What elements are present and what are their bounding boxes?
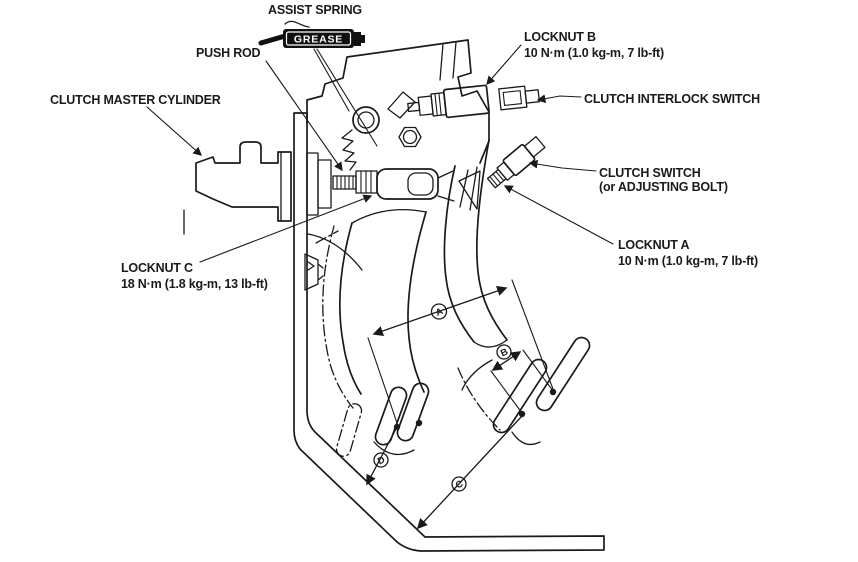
dimension-b: B [490, 344, 554, 414]
push-rod-drawing [332, 168, 455, 202]
switch-gusset [458, 170, 481, 210]
leader-grease-2 [316, 48, 378, 147]
leader-clutch-switch [528, 159, 597, 172]
dim-letter-c: C [454, 478, 465, 491]
leader-lines [146, 44, 614, 263]
phantom-pedal-outline [315, 225, 501, 457]
label-locknut-b-torque: 10 N·m (1.0 kg-m, 7 lb-ft) [524, 46, 664, 60]
firewall-and-floor-panel [293, 112, 605, 552]
dim-letter-a: A [434, 306, 445, 319]
grease-badge: GREASE [258, 20, 365, 48]
firewall-clip [304, 253, 324, 291]
label-locknut-c: LOCKNUT C [121, 261, 193, 275]
label-assist-spring: ASSIST SPRING [268, 3, 362, 17]
label-clutch-switch: CLUTCH SWITCH [599, 166, 701, 180]
pedal-pads-left [373, 382, 430, 456]
dim-letter-b: B [499, 346, 510, 359]
label-clutch-switch-alt: (or ADJUSTING BOLT) [599, 180, 728, 194]
grease-badge-text: GREASE [294, 34, 343, 46]
dimension-d: D [366, 424, 399, 486]
dim-letter-d: D [376, 454, 387, 467]
pedal-pads-right [461, 336, 591, 446]
clutch-interlock-switch-drawing [407, 84, 541, 119]
dimension-a: A [367, 279, 554, 424]
leader-locknut-b [486, 44, 522, 85]
bracket-nut [398, 126, 422, 148]
leader-clutch-interlock-switch [536, 94, 582, 103]
leader-grease-1 [313, 48, 350, 112]
pedal-bracket-drawing [306, 39, 490, 171]
leader-locknut-a [503, 185, 614, 245]
label-clutch-interlock-switch: CLUTCH INTERLOCK SWITCH [584, 92, 760, 106]
clutch-master-cylinder-drawing [183, 141, 332, 235]
label-push-rod: PUSH ROD [196, 46, 261, 60]
clutch-switch-drawing [458, 135, 546, 211]
bracket-ear [387, 91, 416, 119]
dimension-c: C [416, 415, 523, 530]
label-locknut-a: LOCKNUT A [618, 238, 690, 252]
assist-spring-drawing [341, 106, 380, 171]
leader-push-rod [265, 60, 343, 172]
callout-labels: ASSIST SPRING PUSH ROD CLUTCH MASTER CYL… [50, 3, 760, 291]
leader-clutch-master-cylinder [146, 106, 202, 156]
label-locknut-a-torque: 10 N·m (1.0 kg-m, 7 lb-ft) [618, 254, 758, 268]
label-clutch-master-cylinder: CLUTCH MASTER CYLINDER [50, 93, 221, 107]
label-locknut-c-torque: 18 N·m (1.8 kg-m, 13 lb-ft) [121, 277, 268, 291]
leader-locknut-c [199, 194, 373, 263]
label-locknut-b: LOCKNUT B [524, 30, 596, 44]
